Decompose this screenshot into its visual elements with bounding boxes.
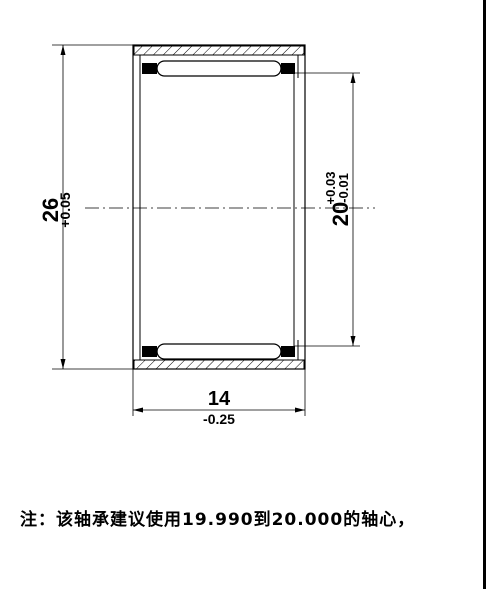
top-cage-left	[142, 63, 157, 74]
top-hatch	[133, 45, 305, 56]
od-arrow-bottom	[60, 359, 66, 369]
bottom-cage-right	[281, 346, 295, 357]
id-arrow-bottom	[350, 336, 356, 346]
outer-shell	[132, 44, 306, 370]
w-arrow-left	[133, 407, 143, 413]
top-cage-right	[281, 63, 295, 74]
od-tolerance-label: +0.05	[57, 192, 73, 228]
id-arrow-top	[350, 73, 356, 83]
bottom-cage-left	[142, 346, 157, 357]
width-nominal-label: 14	[208, 388, 231, 410]
page-border-right	[483, 0, 486, 589]
w-arrow-right	[295, 407, 305, 413]
note-text: 注：该轴承建议使用19.990到20.000的轴心，	[20, 510, 416, 530]
bottom-roller	[156, 343, 282, 360]
od-arrow-top	[60, 45, 66, 55]
id-nominal-label: 20	[328, 202, 353, 226]
top-roller	[156, 60, 282, 77]
id-tol-upper-label: +0.03	[323, 172, 338, 205]
bottom-hatch	[133, 359, 305, 370]
od-nominal-label: 26	[38, 198, 63, 222]
id-tol-lower-label: -0.01	[336, 173, 351, 203]
width-tolerance-label: -0.25	[203, 411, 235, 427]
